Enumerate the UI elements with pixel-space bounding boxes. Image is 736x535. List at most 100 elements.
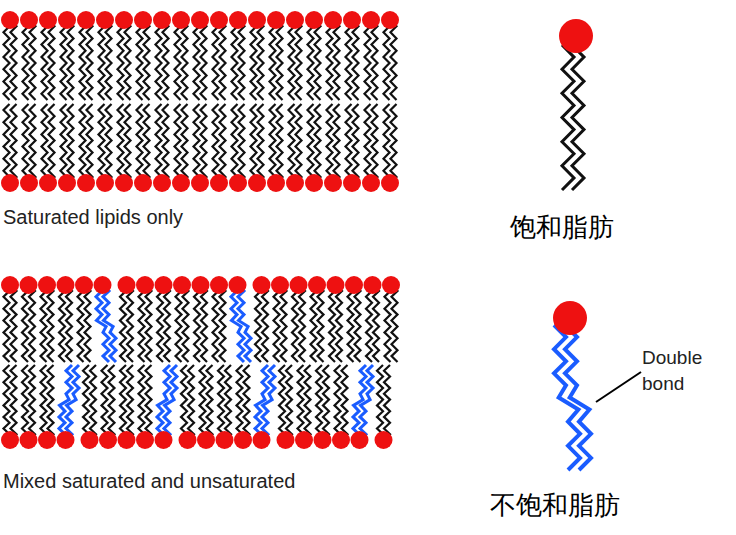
fatty-acid-tail bbox=[22, 365, 28, 440]
fatty-acid-tail bbox=[83, 365, 89, 440]
fatty-acid-tail bbox=[213, 20, 219, 100]
fatty-acid-tail bbox=[335, 365, 341, 440]
lipid-head bbox=[77, 174, 95, 192]
lipid-head bbox=[362, 174, 380, 192]
fatty-acid-tail bbox=[175, 104, 181, 183]
fatty-acid-tail bbox=[372, 20, 378, 100]
lipid-head bbox=[362, 11, 380, 29]
fatty-acid-tail bbox=[146, 365, 152, 440]
lipid-head bbox=[58, 174, 76, 192]
fatty-acid-tail bbox=[183, 285, 189, 362]
fatty-acid-tail bbox=[277, 20, 283, 100]
fatty-acid-tail bbox=[146, 285, 152, 362]
fatty-acid-tail bbox=[137, 104, 143, 183]
fatty-acid-tail bbox=[139, 285, 145, 362]
lipid-head bbox=[248, 11, 266, 29]
fatty-acid-tail bbox=[289, 20, 295, 100]
lipid-head bbox=[38, 276, 56, 294]
fatty-acid-tail bbox=[120, 285, 126, 362]
fatty-acid-tail bbox=[29, 285, 35, 362]
fatty-acid-tail bbox=[270, 20, 276, 100]
fatty-acid-tail bbox=[384, 20, 390, 100]
fatty-acid-tail bbox=[365, 104, 371, 183]
lipid-head bbox=[20, 11, 38, 29]
lipid-head bbox=[191, 174, 209, 192]
lipid-head bbox=[153, 11, 171, 29]
lipid-head bbox=[75, 276, 93, 294]
fatty-acid-tail bbox=[66, 365, 79, 440]
lipid-head bbox=[58, 11, 76, 29]
fatty-acid-tail bbox=[207, 365, 213, 440]
fatty-acid-tail bbox=[144, 104, 150, 183]
fatty-acid-tail bbox=[87, 104, 93, 183]
fatty-acid-tail bbox=[200, 365, 206, 440]
fatty-acid-tail bbox=[4, 104, 10, 183]
callout-label: Double bond bbox=[642, 345, 732, 396]
fatty-acid-tail bbox=[251, 20, 257, 100]
lipid-head bbox=[295, 431, 313, 449]
fatty-acid-tail bbox=[572, 45, 584, 190]
fatty-acid-tail bbox=[22, 285, 28, 362]
lipid-head bbox=[324, 11, 342, 29]
fatty-acid-tail bbox=[258, 20, 264, 100]
lipid-head bbox=[134, 174, 152, 192]
lipid-head bbox=[81, 431, 99, 449]
fatty-acid-tail bbox=[66, 285, 72, 362]
fatty-acid-tail bbox=[292, 285, 298, 362]
lipid-head bbox=[155, 276, 173, 294]
fatty-acid-tail bbox=[103, 285, 116, 362]
fatty-acid-tail bbox=[315, 20, 321, 100]
fatty-acid-tail bbox=[286, 365, 292, 440]
lipid-head bbox=[332, 431, 350, 449]
fatty-acid-tail bbox=[327, 20, 333, 100]
lipid-head bbox=[197, 431, 215, 449]
lipid-head bbox=[308, 276, 326, 294]
lipid-head bbox=[210, 276, 228, 294]
fatty-acid-tail bbox=[385, 285, 391, 362]
fatty-acid-tail bbox=[220, 285, 226, 362]
fatty-acid-tail bbox=[144, 20, 150, 100]
fatty-acid-tail bbox=[156, 20, 162, 100]
fatty-acid-tail bbox=[23, 104, 29, 183]
lipid-head bbox=[271, 276, 289, 294]
fatty-acid-tail bbox=[118, 104, 124, 183]
lipid-head bbox=[99, 431, 117, 449]
fatty-acid-tail bbox=[182, 20, 188, 100]
fatty-acid-tail bbox=[213, 104, 219, 183]
fatty-acid-tail bbox=[391, 20, 397, 100]
lipid-head bbox=[155, 431, 173, 449]
fatty-acid-tail bbox=[127, 285, 133, 362]
fatty-acid-tail bbox=[125, 20, 131, 100]
lipid-head bbox=[559, 19, 593, 53]
lipid-head bbox=[118, 431, 136, 449]
fatty-acid-tail bbox=[334, 20, 340, 100]
fatty-acid-tail bbox=[29, 365, 35, 440]
fatty-acid-tail bbox=[85, 285, 91, 362]
lipid-head bbox=[229, 276, 247, 294]
fatty-acid-tail bbox=[201, 20, 207, 100]
fatty-acid-tail bbox=[342, 365, 348, 440]
lipid-head bbox=[234, 431, 252, 449]
lipid-head bbox=[136, 431, 154, 449]
fatty-acid-tail bbox=[127, 365, 133, 440]
lipid-head bbox=[324, 174, 342, 192]
fatty-acid-tail bbox=[298, 365, 304, 440]
fatty-acid-tail bbox=[373, 285, 379, 362]
fatty-acid-tail bbox=[157, 285, 163, 362]
fatty-acid-tail bbox=[323, 365, 329, 440]
fatty-acid-tail bbox=[11, 104, 17, 183]
fatty-acid-tail bbox=[353, 104, 359, 183]
fatty-acid-tail bbox=[366, 285, 372, 362]
lipid-head bbox=[1, 11, 19, 29]
lipid-head bbox=[57, 431, 75, 449]
fatty-acid-tail bbox=[262, 365, 275, 440]
lipid-head bbox=[314, 431, 332, 449]
fatty-acid-tail bbox=[4, 365, 10, 440]
fatty-acid-tail bbox=[308, 20, 314, 100]
fatty-acid-tail bbox=[68, 20, 74, 100]
fatty-acid-tail bbox=[315, 104, 321, 183]
fatty-acid-tail bbox=[392, 285, 398, 362]
fatty-acid-tail bbox=[42, 104, 48, 183]
fatty-acid-tail bbox=[164, 365, 177, 440]
fatty-acid-tail bbox=[255, 285, 261, 362]
